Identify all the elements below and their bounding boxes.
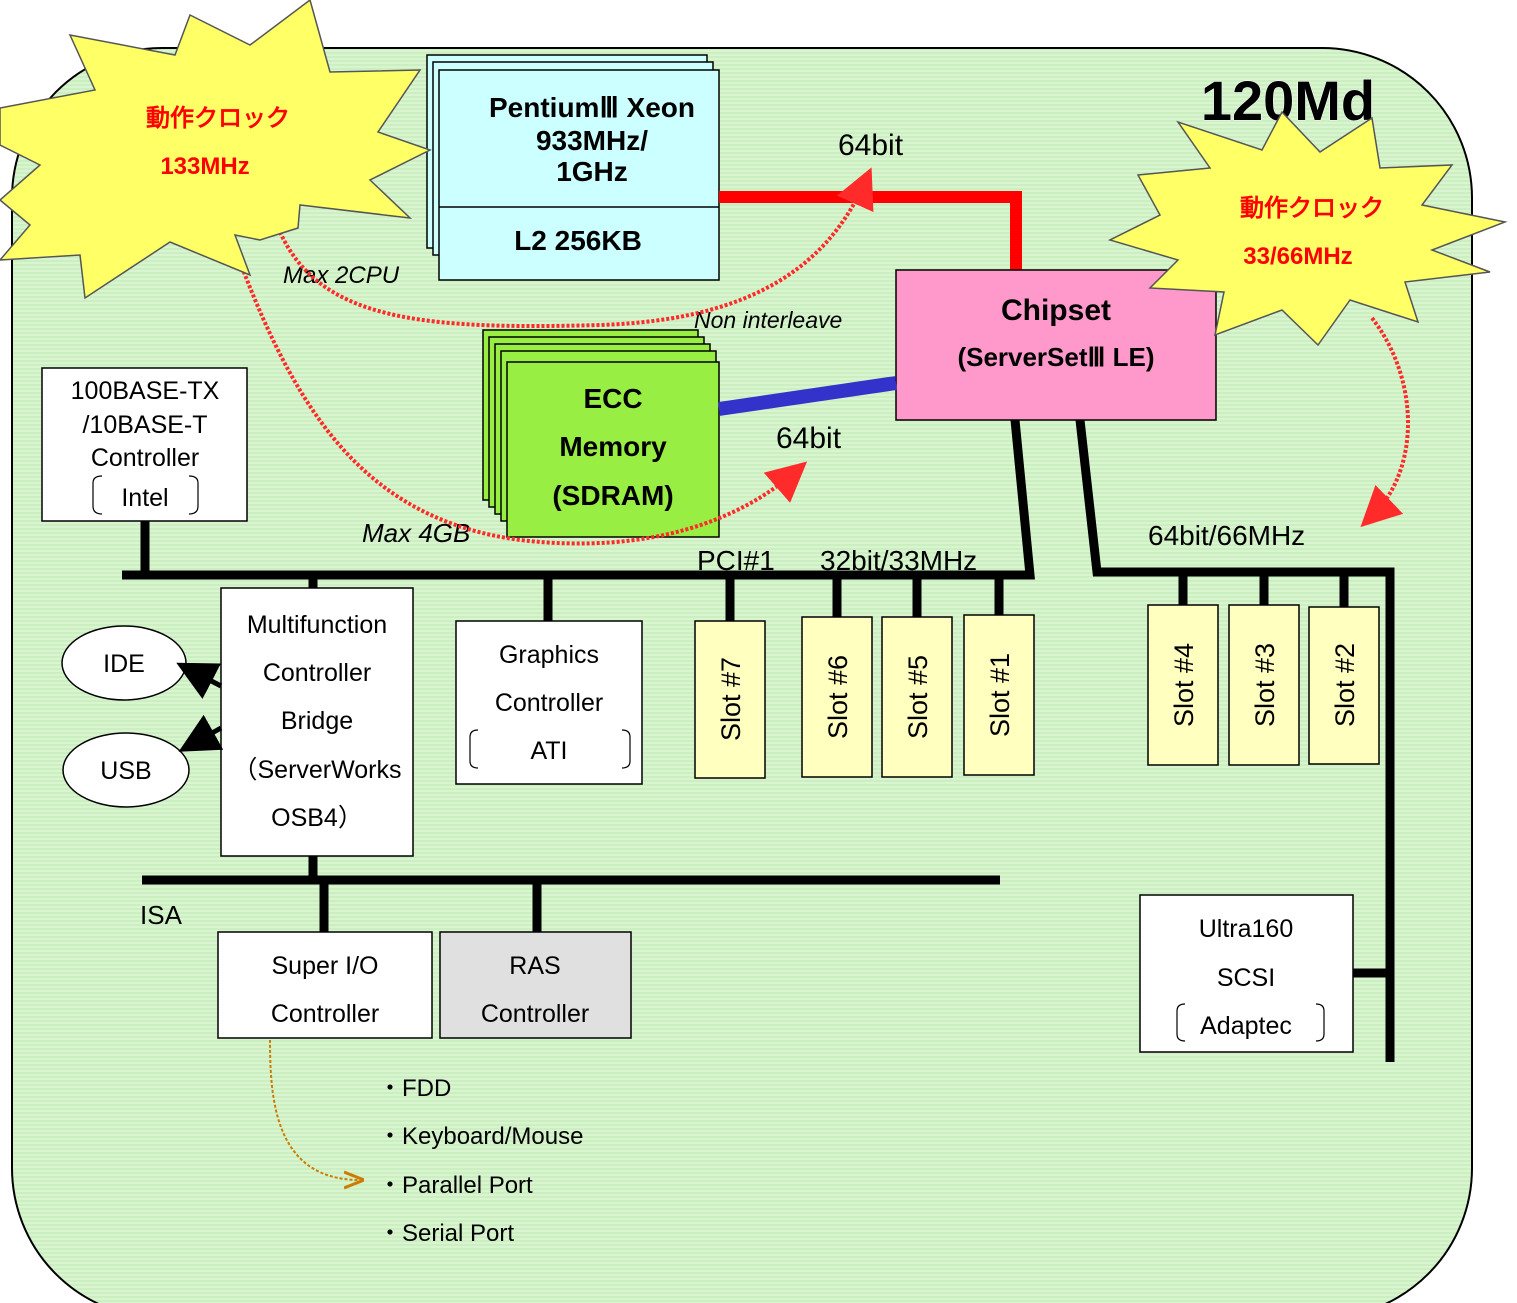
lan-line1: 100BASE-TX [71, 377, 220, 405]
scsi-bracket-left [1176, 1003, 1186, 1042]
mf-line4: （ServerWorks [232, 756, 401, 784]
ras-line2: Controller [481, 1000, 589, 1028]
scsi-line1: Ultra160 [1199, 915, 1294, 943]
slot-6: Slot #6 [801, 575, 873, 778]
cpu-cache: L2 256KB [514, 225, 642, 256]
cpu-bus-width: 64bit [838, 129, 904, 162]
slot-5-label: Slot #5 [903, 655, 933, 739]
isa-label: ISA [140, 900, 183, 930]
cpu-speed-2: 1GHz [556, 156, 628, 187]
slot-1-label: Slot #1 [985, 653, 1015, 737]
ras-box [439, 931, 632, 1039]
cpu-block: PentiumⅢ Xeon 933MHz/ 1GHz L2 256KB [426, 54, 720, 281]
graphics-box [455, 620, 643, 785]
scsi-box [1139, 894, 1354, 1053]
slot-3-label: Slot #3 [1250, 643, 1280, 727]
mf-line5: OSB4） [271, 804, 363, 832]
superio-line2: Controller [271, 1000, 379, 1028]
ras-line1: RAS [509, 952, 560, 980]
pci1-spec: 32bit/33MHz [820, 545, 977, 576]
slot-4-label: Slot #4 [1169, 643, 1199, 727]
lan-line4: Intel [121, 484, 168, 512]
port-fdd: ・FDD [378, 1075, 451, 1102]
mf-line1: Multifunction [247, 611, 387, 639]
clock-burst-left [0, 0, 432, 300]
memory-bus [717, 376, 898, 416]
slot-6-label: Slot #6 [823, 655, 853, 739]
usb-label: USB [100, 757, 151, 785]
graphics-bracket-right [621, 729, 631, 769]
pci64-bus [1075, 419, 1395, 1062]
memory-bus-width: 64bit [776, 422, 842, 455]
lan-bracket-left [92, 475, 103, 515]
slot-5: Slot #5 [881, 575, 953, 778]
slot-3: Slot #3 [1228, 572, 1300, 766]
slot-4: Slot #4 [1147, 572, 1219, 766]
scsi-line2: SCSI [1217, 964, 1275, 992]
cpu-bus [719, 191, 1022, 272]
memory-block: ECC Memory (SDRAM) [482, 329, 720, 538]
memory-line1: ECC [583, 383, 642, 414]
burst-left-line1: 動作クロック [146, 105, 290, 132]
superio-line1: Super I/O [272, 952, 379, 980]
pci64-spec: 64bit/66MHz [1148, 520, 1305, 551]
usb-arrow [178, 714, 224, 752]
superio-port-arrow [269, 1039, 360, 1180]
graphics-bracket-left [469, 729, 479, 769]
graphics-line2: Controller [495, 689, 603, 717]
graphics-line1: Graphics [499, 641, 599, 669]
scsi-bracket-right [1315, 1003, 1325, 1042]
clock-arrow-memory [238, 261, 808, 546]
cpu-speed: 933MHz/ [536, 125, 648, 156]
ide-label: IDE [103, 650, 145, 678]
pci1-name: PCI#1 [697, 545, 775, 576]
chipset-title: Chipset [1001, 294, 1111, 327]
ide-arrow [176, 662, 223, 699]
port-serial: ・Serial Port [378, 1220, 514, 1247]
slot-7-label: Slot #7 [716, 657, 746, 741]
memory-line2: Memory [559, 431, 667, 462]
clock-arrow-pci [1360, 316, 1410, 528]
lan-bracket-right [188, 475, 199, 515]
non-interleave-label: Non interleave [694, 307, 842, 333]
slot-7: Slot #7 [694, 575, 766, 779]
slot-1: Slot #1 [963, 575, 1035, 776]
slot-2: Slot #2 [1308, 572, 1380, 765]
lan-controller-box [41, 367, 248, 522]
burst-right-line1: 動作クロック [1240, 195, 1384, 222]
superio-box [217, 931, 433, 1039]
burst-right-line2: 33/66MHz [1243, 243, 1352, 270]
graphics-line3: ATI [530, 737, 567, 765]
burst-left-line2: 133MHz [160, 153, 249, 180]
mf-line2: Controller [263, 659, 371, 687]
chipset-model: (ServerSetⅢ LE) [957, 342, 1154, 372]
pci1-bus [122, 419, 1035, 580]
lan-line3: Controller [91, 444, 199, 472]
port-parallel: ・Parallel Port [378, 1172, 533, 1199]
port-keyboard: ・Keyboard/Mouse [378, 1123, 583, 1150]
cpu-max-label: Max 2CPU [283, 262, 400, 289]
memory-max-label: Max 4GB [362, 518, 470, 548]
usb-node [62, 732, 190, 808]
scsi-line3: Adaptec [1200, 1012, 1292, 1040]
clock-burst-right [1107, 110, 1508, 347]
lan-line2: /10BASE-T [82, 411, 207, 439]
cpu-name: PentiumⅢ Xeon [489, 92, 695, 123]
slot-2-label: Slot #2 [1330, 643, 1360, 727]
chipset-block [895, 269, 1217, 421]
mf-line3: Bridge [281, 707, 353, 735]
memory-line3: (SDRAM) [552, 480, 673, 511]
